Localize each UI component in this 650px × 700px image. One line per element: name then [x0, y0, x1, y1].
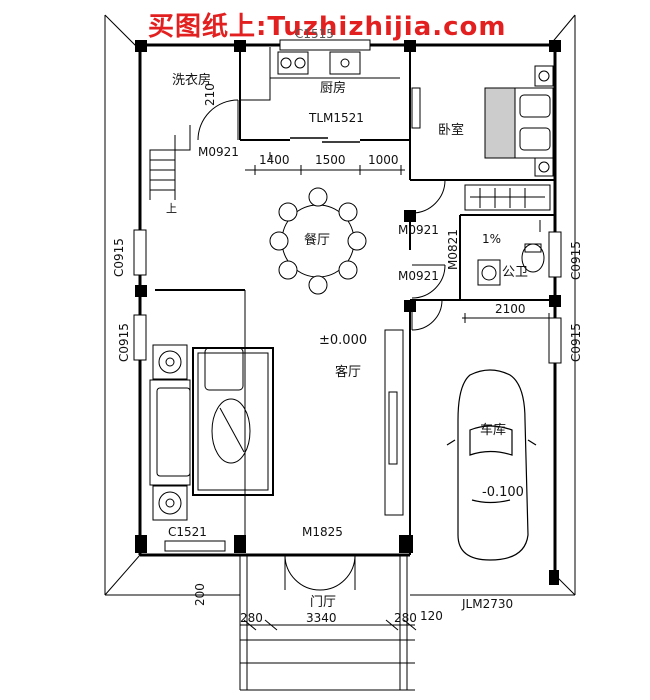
label-bedroom-door: M0921	[398, 223, 439, 237]
room-label-public-bath: 公卫	[502, 265, 529, 280]
eave-line	[104, 14, 141, 51]
dim-1400: 1400	[259, 153, 290, 167]
room-label-dining: 餐厅	[304, 233, 331, 248]
dim-120: 120	[420, 609, 443, 623]
living-furniture	[149, 329, 404, 521]
dim-1000: 1000	[368, 153, 399, 167]
label-laundry-door: M0921	[198, 145, 239, 159]
dim-200: 200	[193, 583, 207, 606]
room-label-laundry: 洗衣房	[172, 73, 212, 88]
label-bath-door-side: M0821	[446, 229, 460, 270]
level-living: ±0.000	[319, 333, 368, 348]
level-garage: -0.100	[482, 485, 524, 500]
dim-280-left: 280	[240, 611, 263, 625]
door-swings	[197, 99, 446, 591]
label-window-front: C1521	[168, 525, 207, 539]
dim-280-right: 280	[394, 611, 417, 625]
dim-3340: 3340	[306, 611, 337, 625]
car	[446, 369, 537, 561]
stair-up-label: 上	[166, 202, 177, 215]
label-kitchen-door: TLM1521	[309, 111, 364, 125]
room-label-garage: 车库	[480, 423, 507, 438]
wardrobe	[464, 184, 551, 211]
label-top-window: C1515	[295, 27, 334, 41]
columns	[135, 40, 561, 585]
stair	[149, 125, 191, 200]
kitchen-counter	[240, 47, 421, 129]
label-window-right-upper: C0915	[569, 241, 583, 280]
kitchen-sliding-door	[290, 137, 360, 143]
room-label-foyer: 门厅	[310, 595, 337, 610]
label-window-right-lower: C0915	[569, 323, 583, 362]
label-window-left-upper: C0915	[112, 238, 126, 277]
room-label-kitchen: 厨房	[320, 81, 347, 96]
room-label-living: 客厅	[335, 365, 362, 380]
dining-table	[269, 187, 367, 295]
watermark: 买图纸上:Tuzhizhijia.com	[148, 12, 507, 42]
dim-210: 210	[203, 83, 217, 106]
label-main-door: M1825	[302, 525, 343, 539]
bath-fixtures	[477, 220, 545, 286]
label-bath-door: M0921	[398, 269, 439, 283]
dim-2100: 2100	[495, 302, 526, 316]
level-slope: 1%	[482, 232, 502, 246]
label-window-left-lower: C0915	[117, 323, 131, 362]
label-garage-door: JLM2730	[462, 597, 514, 611]
bed	[484, 65, 554, 177]
interior-walls	[155, 45, 555, 555]
dimension-lines	[240, 152, 552, 631]
dim-1500: 1500	[315, 153, 346, 167]
room-label-bedroom: 卧室	[438, 123, 465, 138]
windows	[133, 39, 562, 552]
